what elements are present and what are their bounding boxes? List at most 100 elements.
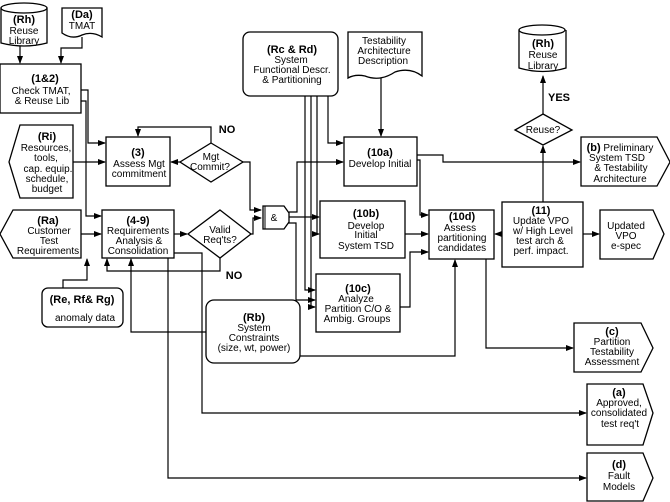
node-text: Partition C/O & [325,304,392,315]
node-id: (10d) [449,211,476,223]
node-text: Architecture [593,174,647,185]
edge-and-to-10a [289,159,344,213]
node-text: Requirements [17,246,79,257]
node-text: Consolidation [108,246,169,257]
node-text: Resources, [21,143,72,154]
node-text: candidates [438,243,486,254]
edge-mgt-to-and [242,161,262,213]
testability-architecture-document: Testability Architecture Description [347,31,423,80]
edge-mgt-no [135,126,212,143]
node-text: Analysis & [116,236,163,247]
node-id: (Da) [71,9,93,21]
node-text: tools, [34,153,58,164]
node-id: (Rh) [532,38,554,50]
node-text: Constraints [229,333,280,344]
node-text: & Reuse Lib [15,96,70,107]
node-text: Check TMAT, [11,86,70,97]
edge-rb-to-10d [300,259,458,357]
node-text: Approved, [596,398,642,409]
node-text: test req't [601,419,639,430]
edge-10d-to-c [485,259,574,351]
node-text: Commit? [190,162,230,173]
node-text: Requirements [107,226,169,237]
node-text: Reuse [529,50,558,61]
edge-rcrd-to-10b [312,96,320,237]
node-text: Description [358,56,408,67]
output-updated-vpo: Updated VPO e-spec [599,209,665,260]
node-text: Library [9,36,40,47]
node-text: Assess [444,223,476,234]
node-text: Reuse [10,26,39,37]
node-id: (Ra) [37,215,59,227]
node-text: Assess Mgt [113,159,165,170]
node-text: Mgt [203,152,220,163]
node-id: (10a) [367,147,393,159]
process-assess-partitioning: (10d) Assess partitioning candidates [428,209,495,260]
edge-label-yes: YES [548,92,570,104]
node-text: Customer [27,226,71,237]
node-text: w/ High Level [512,226,573,237]
edge-rcrd-to-10c-a [304,96,316,293]
node-text: (size, wt, power) [218,343,291,354]
edge-rcrd-to-10a [327,96,344,146]
anomaly-data: (Re, Rf& Rg) anomaly data [41,287,124,328]
edge-10a-to-10d [417,159,429,218]
node-text: Valid [209,225,231,236]
node-id: (1&2) [31,73,59,85]
output-preliminary-system-tsd: (b) Preliminary System TSD & Testability… [580,136,670,187]
system-constraints: (Rb) System Constraints (size, wt, power… [205,299,301,364]
node-id: (10b) [353,208,380,220]
process-analyze-partition: (10c) Analyze Partition C/O & Ambig. Gro… [315,273,401,333]
node-text: Assessment [585,357,640,368]
output-partition-testability: (c) Partition Testability Assessment [573,322,654,373]
edge-re-to-49 [62,258,90,288]
node-text: perf. impact. [513,246,568,257]
node-text: Reuse? [526,125,561,136]
reuse-library-left: (Rh) Reuse Library [0,2,48,47]
node-text: Update VPO [513,216,569,227]
edge-10a-to-b [417,154,581,165]
decision-valid-reqts: Valid Req'ts? [186,209,253,259]
tmat-document: (Da) TMAT [61,7,103,39]
node-text: Testability [590,347,634,358]
node-id: (10c) [345,283,371,295]
process-requirements-analysis: (4-9) Requirements Analysis & Consolidat… [101,209,175,259]
process-check-tmat: (1&2) Check TMAT, & Reuse Lib [0,63,82,114]
node-text: Ambig. Groups [324,314,391,325]
node-text: e-spec [611,241,641,252]
edge-and-to-10c [287,222,316,303]
input-customer-requirements: (Ra) Customer Test Requirements [0,209,82,259]
edge-49-to-d [167,258,587,481]
node-id: (c) [605,326,619,338]
node-id: (3) [131,147,145,159]
decision-mgt-commit: Mgt Commit? [178,142,245,183]
edge-label-no: NO [219,124,236,136]
node-text: Updated [607,221,645,232]
edge-label-no: NO [226,270,243,282]
node-text: Test [40,236,59,247]
edge-valid-no [104,257,221,272]
node-text: schedule, [26,174,69,185]
node-text: budget [32,184,63,195]
node-text: Functional Descr. [253,65,330,76]
node-id: (Re, Rf& Rg) [50,294,115,306]
edge-valid-to-and [251,215,262,235]
edge-49-to-a [174,252,587,416]
node-text: VPO [615,231,636,242]
node-text: & Partitioning [262,75,321,86]
decision-reuse: Reuse? [513,113,574,146]
process-develop-system-tsd: (10b) Develop Initial System TSD [319,200,406,259]
node-id: (d) [612,459,626,471]
node-id: (4-9) [126,215,150,227]
process-update-vpo: (11) Update VPO w/ High Level test arch … [501,201,584,268]
edge-12-to-49 [81,100,102,219]
output-approved-requirements: (a) Approved, consolidated test req't [586,383,654,446]
node-text: Initial [354,230,377,241]
node-id: (a) [612,387,626,399]
process-assess-mgt: (3) Assess Mgt commitment [105,136,171,187]
node-id: (Rc & Rd) [267,44,317,56]
node-text: Develop Initial [349,159,412,170]
node-text: System [237,323,270,334]
node-text: Preliminary [603,143,653,154]
node-text: commitment [112,169,167,180]
